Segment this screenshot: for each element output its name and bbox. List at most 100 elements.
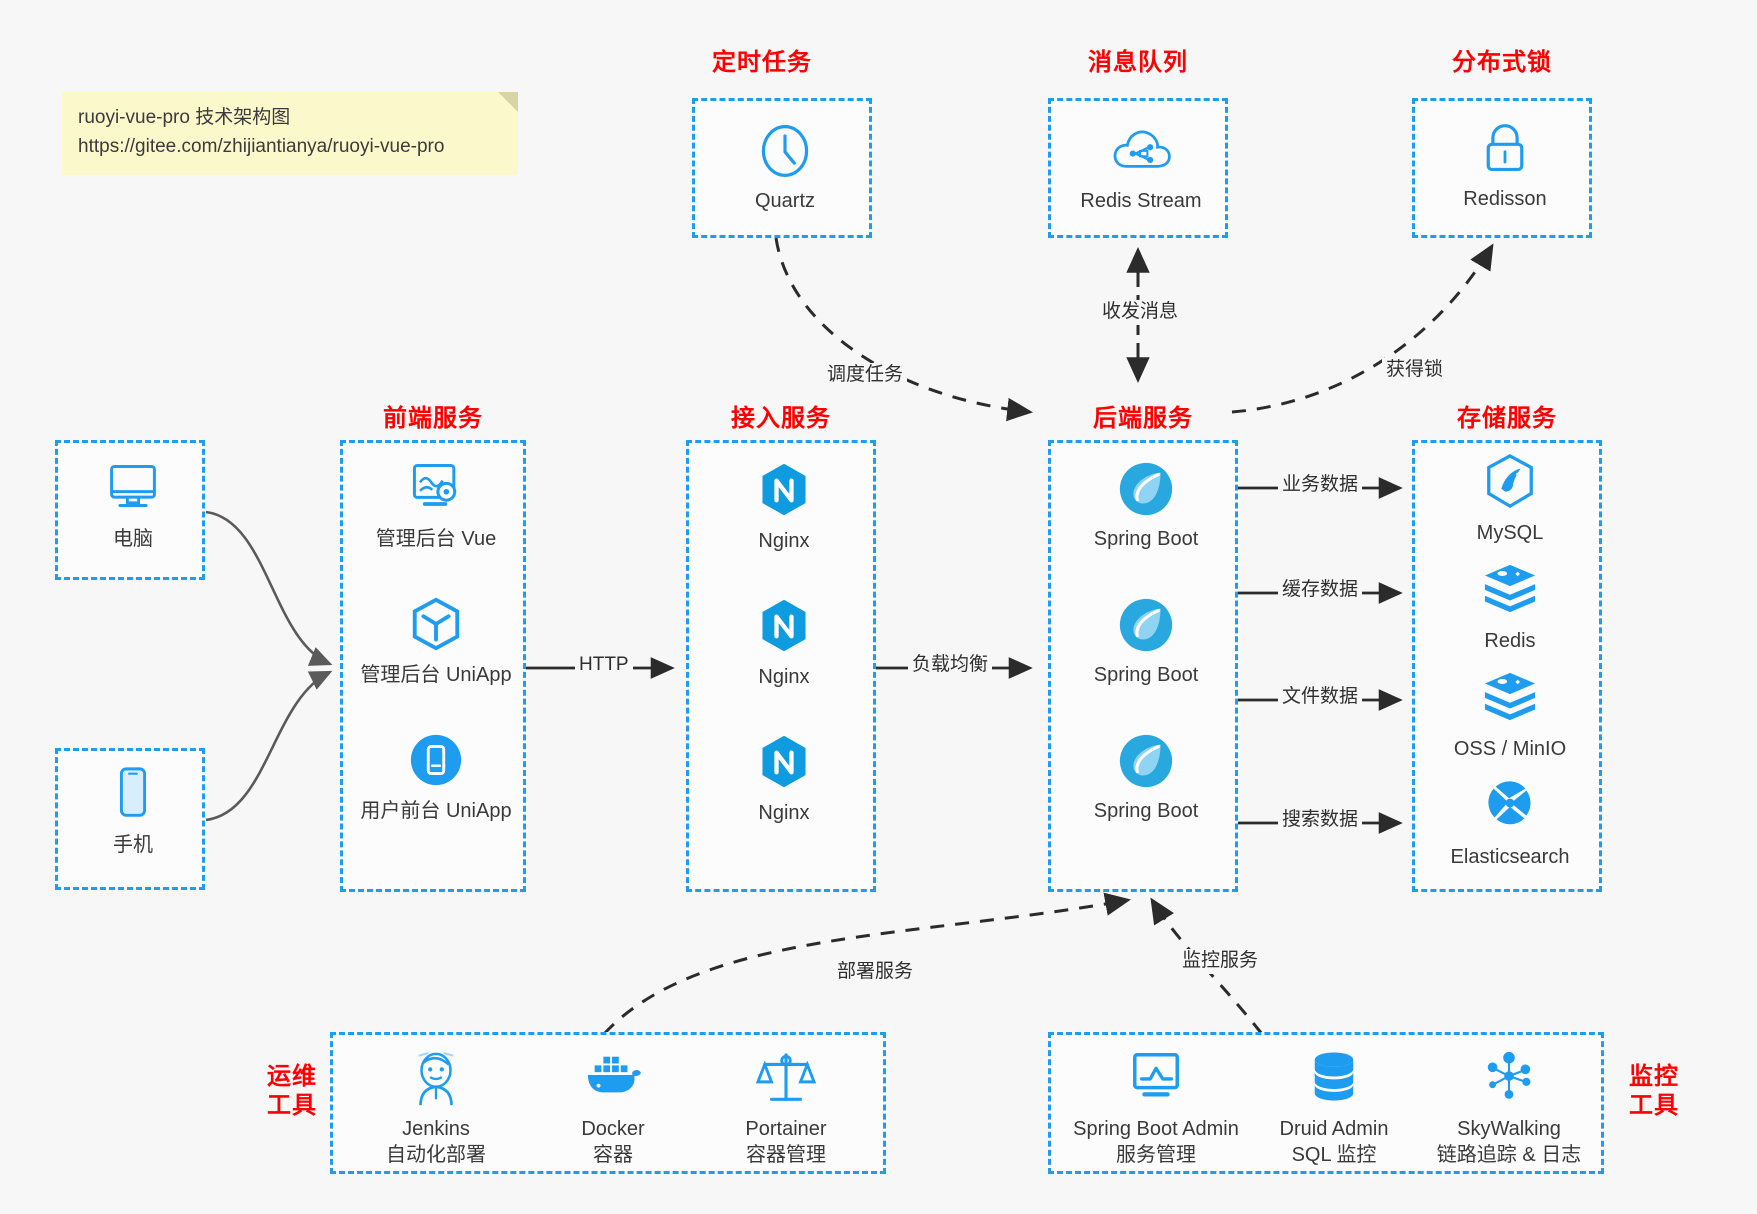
group-box-message-queue[interactable]: Redis Stream bbox=[1048, 98, 1228, 238]
dashboard-vue-icon bbox=[351, 459, 521, 521]
node-phone[interactable]: 手机 bbox=[48, 765, 218, 859]
node-label: 电脑 bbox=[113, 528, 153, 550]
node-label: Spring Boot Admin bbox=[1073, 1118, 1239, 1140]
group-title-monitoring-line1: 监控 bbox=[1629, 1063, 1679, 1090]
group-box-distributed-lock[interactable]: Redisson bbox=[1412, 98, 1592, 238]
cloud-stream-icon bbox=[1056, 121, 1226, 183]
group-title-scheduled-task: 定时任务 bbox=[712, 49, 812, 76]
group-title-distributed-lock: 分布式锁 bbox=[1452, 49, 1552, 76]
group-box-scheduled-task[interactable]: Quartz bbox=[692, 98, 872, 238]
portainer-icon bbox=[701, 1049, 871, 1111]
node-label: Spring Boot bbox=[1093, 800, 1199, 822]
group-box-backend[interactable]: Spring Boot Spring Boot Spring Boot bbox=[1048, 440, 1238, 892]
group-title-storage: 存储服务 bbox=[1457, 405, 1557, 432]
node-spring-boot-2[interactable]: Spring Boot bbox=[1061, 595, 1231, 689]
group-box-client-phone[interactable]: 手机 bbox=[55, 748, 205, 890]
spring-boot-icon bbox=[1061, 595, 1231, 657]
node-jenkins[interactable]: Jenkins 自动化部署 bbox=[351, 1049, 521, 1168]
nginx-icon bbox=[699, 733, 869, 795]
node-label: SkyWalking bbox=[1457, 1118, 1561, 1140]
node-redis[interactable]: Redis bbox=[1425, 561, 1595, 655]
docker-icon bbox=[528, 1049, 698, 1111]
oss-icon bbox=[1425, 669, 1595, 731]
edge-label-cache-data: 缓存数据 bbox=[1278, 578, 1363, 603]
edge-label-search-data: 搜索数据 bbox=[1278, 808, 1363, 833]
nginx-icon bbox=[699, 461, 869, 523]
spring-boot-icon bbox=[1061, 459, 1231, 521]
edge-label-http: HTTP bbox=[575, 653, 633, 678]
group-title-gateway: 接入服务 bbox=[731, 405, 831, 432]
node-sublabel: 容器 bbox=[593, 1143, 633, 1166]
edge-label-monitor-service: 监控服务 bbox=[1178, 949, 1263, 974]
node-user-uniapp[interactable]: 用户前台 UniApp bbox=[351, 731, 521, 825]
edge-label-schedule-task: 调度任务 bbox=[823, 363, 908, 388]
node-nginx-2[interactable]: Nginx bbox=[699, 597, 869, 691]
node-label: Quartz bbox=[754, 190, 816, 212]
mobile-app-icon bbox=[351, 731, 521, 793]
node-label: Redisson bbox=[1463, 188, 1547, 210]
node-label: Portainer bbox=[745, 1118, 827, 1140]
monitor-chart-icon bbox=[1061, 1049, 1251, 1111]
node-label: 手机 bbox=[113, 834, 153, 856]
node-label: Nginx bbox=[758, 802, 810, 824]
lock-icon bbox=[1420, 119, 1590, 181]
spring-boot-icon bbox=[1061, 731, 1231, 793]
node-label: Redis bbox=[1484, 630, 1536, 652]
node-label: Redis Stream bbox=[1080, 190, 1202, 212]
node-label: MySQL bbox=[1476, 522, 1544, 544]
note-line-title: ruoyi-vue-pro 技术架构图 bbox=[78, 107, 291, 128]
title-note: ruoyi-vue-pro 技术架构图 https://gitee.com/zh… bbox=[62, 92, 518, 175]
node-spring-boot-1[interactable]: Spring Boot bbox=[1061, 459, 1231, 553]
node-redis-stream[interactable]: Redis Stream bbox=[1056, 121, 1226, 215]
edge-label-file-data: 文件数据 bbox=[1278, 685, 1363, 710]
desktop-icon bbox=[48, 459, 218, 521]
node-druid-admin[interactable]: Druid Admin SQL 监控 bbox=[1249, 1049, 1419, 1168]
node-admin-vue[interactable]: 管理后台 Vue bbox=[351, 459, 521, 553]
node-spring-boot-admin[interactable]: Spring Boot Admin 服务管理 bbox=[1061, 1049, 1251, 1168]
clock-icon bbox=[700, 121, 870, 183]
node-nginx-1[interactable]: Nginx bbox=[699, 461, 869, 555]
group-title-devops-line1: 运维 bbox=[267, 1063, 317, 1090]
node-quartz[interactable]: Quartz bbox=[700, 121, 870, 215]
group-box-gateway[interactable]: Nginx Nginx Nginx bbox=[686, 440, 876, 892]
nginx-icon bbox=[699, 597, 869, 659]
node-label: Nginx bbox=[758, 530, 810, 552]
jenkins-icon bbox=[351, 1049, 521, 1111]
node-label: OSS / MinIO bbox=[1453, 738, 1567, 760]
database-stack-icon bbox=[1249, 1049, 1419, 1111]
group-title-monitoring-line2: 工具 bbox=[1629, 1092, 1679, 1120]
node-spring-boot-3[interactable]: Spring Boot bbox=[1061, 731, 1231, 825]
node-skywalking[interactable]: SkyWalking 链路追踪 & 日志 bbox=[1419, 1049, 1599, 1168]
uniapp-cube-icon bbox=[351, 595, 521, 657]
group-title-backend: 后端服务 bbox=[1093, 405, 1193, 432]
group-box-client-desktop[interactable]: 电脑 bbox=[55, 440, 205, 580]
node-label: Spring Boot bbox=[1093, 664, 1199, 686]
node-label: Docker bbox=[581, 1118, 645, 1140]
group-box-devops[interactable]: Jenkins 自动化部署 bbox=[330, 1032, 886, 1174]
group-title-devops: 运维 工具 bbox=[252, 1062, 332, 1121]
node-oss-minio[interactable]: OSS / MinIO bbox=[1425, 669, 1595, 763]
edge-label-deploy-service: 部署服务 bbox=[833, 960, 918, 985]
node-portainer[interactable]: Portainer 容器管理 bbox=[701, 1049, 871, 1168]
node-label: Spring Boot bbox=[1093, 528, 1199, 550]
note-line-url: https://gitee.com/zhijiantianya/ruoyi-vu… bbox=[78, 135, 445, 157]
node-sublabel: SQL 监控 bbox=[1291, 1143, 1377, 1166]
node-nginx-3[interactable]: Nginx bbox=[699, 733, 869, 827]
node-mysql[interactable]: MySQL bbox=[1425, 453, 1595, 547]
node-redisson[interactable]: Redisson bbox=[1420, 119, 1590, 213]
node-label: Jenkins bbox=[402, 1118, 470, 1140]
group-box-monitoring[interactable]: Spring Boot Admin 服务管理 Druid Admin SQL 监… bbox=[1048, 1032, 1604, 1174]
group-box-frontend[interactable]: 管理后台 Vue 管理后台 UniApp 用户前台 UniApp bbox=[340, 440, 526, 892]
note-fold-corner bbox=[498, 92, 518, 112]
node-desktop[interactable]: 电脑 bbox=[48, 459, 218, 553]
node-docker[interactable]: Docker 容器 bbox=[528, 1049, 698, 1168]
node-sublabel: 自动化部署 bbox=[386, 1143, 486, 1166]
group-box-storage[interactable]: MySQL Redis bbox=[1412, 440, 1602, 892]
node-sublabel: 服务管理 bbox=[1116, 1143, 1196, 1166]
node-label: Elasticsearch bbox=[1450, 846, 1570, 868]
node-elasticsearch[interactable]: Elasticsearch bbox=[1425, 777, 1595, 871]
group-title-monitoring: 监控 工具 bbox=[1614, 1062, 1694, 1121]
node-label: 管理后台 Vue bbox=[375, 528, 497, 550]
node-admin-uniapp[interactable]: 管理后台 UniApp bbox=[351, 595, 521, 689]
